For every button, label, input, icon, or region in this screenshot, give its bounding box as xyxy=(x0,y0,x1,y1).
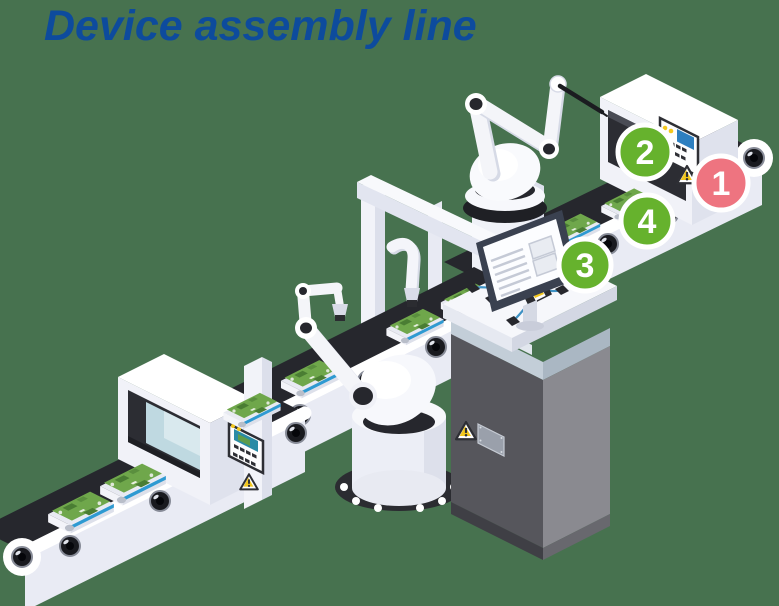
gantry-beam xyxy=(357,175,533,259)
roller xyxy=(285,422,307,444)
badge-number: 3 xyxy=(576,247,595,285)
badge-circle xyxy=(615,122,675,182)
conveyor-end-roller xyxy=(3,538,41,576)
panel-screen xyxy=(677,129,694,150)
robot-arm-segments xyxy=(465,75,608,182)
roller xyxy=(59,535,81,557)
step-badge-1: 1 xyxy=(691,153,751,213)
step-badge-3: 3 xyxy=(556,236,614,294)
page-title: Device assembly line xyxy=(44,2,477,50)
badge-number: 4 xyxy=(638,203,657,241)
cabinet-side xyxy=(543,346,610,548)
tunnel-top xyxy=(600,74,738,143)
assembly-robot-middle xyxy=(295,282,463,512)
screen-content xyxy=(490,247,532,298)
robot-base-cylinder xyxy=(352,416,446,488)
step-badge-2: 2 xyxy=(615,122,675,182)
pick-and-place-arm xyxy=(386,238,421,307)
roller xyxy=(425,336,447,358)
panel-buttons xyxy=(233,444,257,467)
monitor xyxy=(476,210,578,331)
badge-circle xyxy=(556,236,614,294)
gripper xyxy=(332,304,348,317)
badge-circle xyxy=(691,153,751,213)
gripper xyxy=(404,288,420,302)
roller xyxy=(149,490,171,512)
name-plate xyxy=(477,423,505,457)
indicator-light xyxy=(231,424,235,428)
indicator-light xyxy=(662,125,668,131)
indicator-light xyxy=(237,427,241,431)
badge-circle xyxy=(618,192,676,250)
belt-surface xyxy=(194,267,520,430)
step-badge-4: 4 xyxy=(618,192,676,250)
arm-joint xyxy=(353,387,373,405)
monitor-stand xyxy=(523,300,537,328)
badge-number: 1 xyxy=(712,165,731,203)
tunnel-top xyxy=(118,354,256,423)
test-workstation xyxy=(443,210,617,560)
tool-stylus xyxy=(557,83,605,115)
badge-number: 2 xyxy=(636,134,655,172)
robot-arm-segments xyxy=(295,282,377,410)
indicator-light xyxy=(668,128,674,134)
control-panel-left xyxy=(227,421,265,476)
